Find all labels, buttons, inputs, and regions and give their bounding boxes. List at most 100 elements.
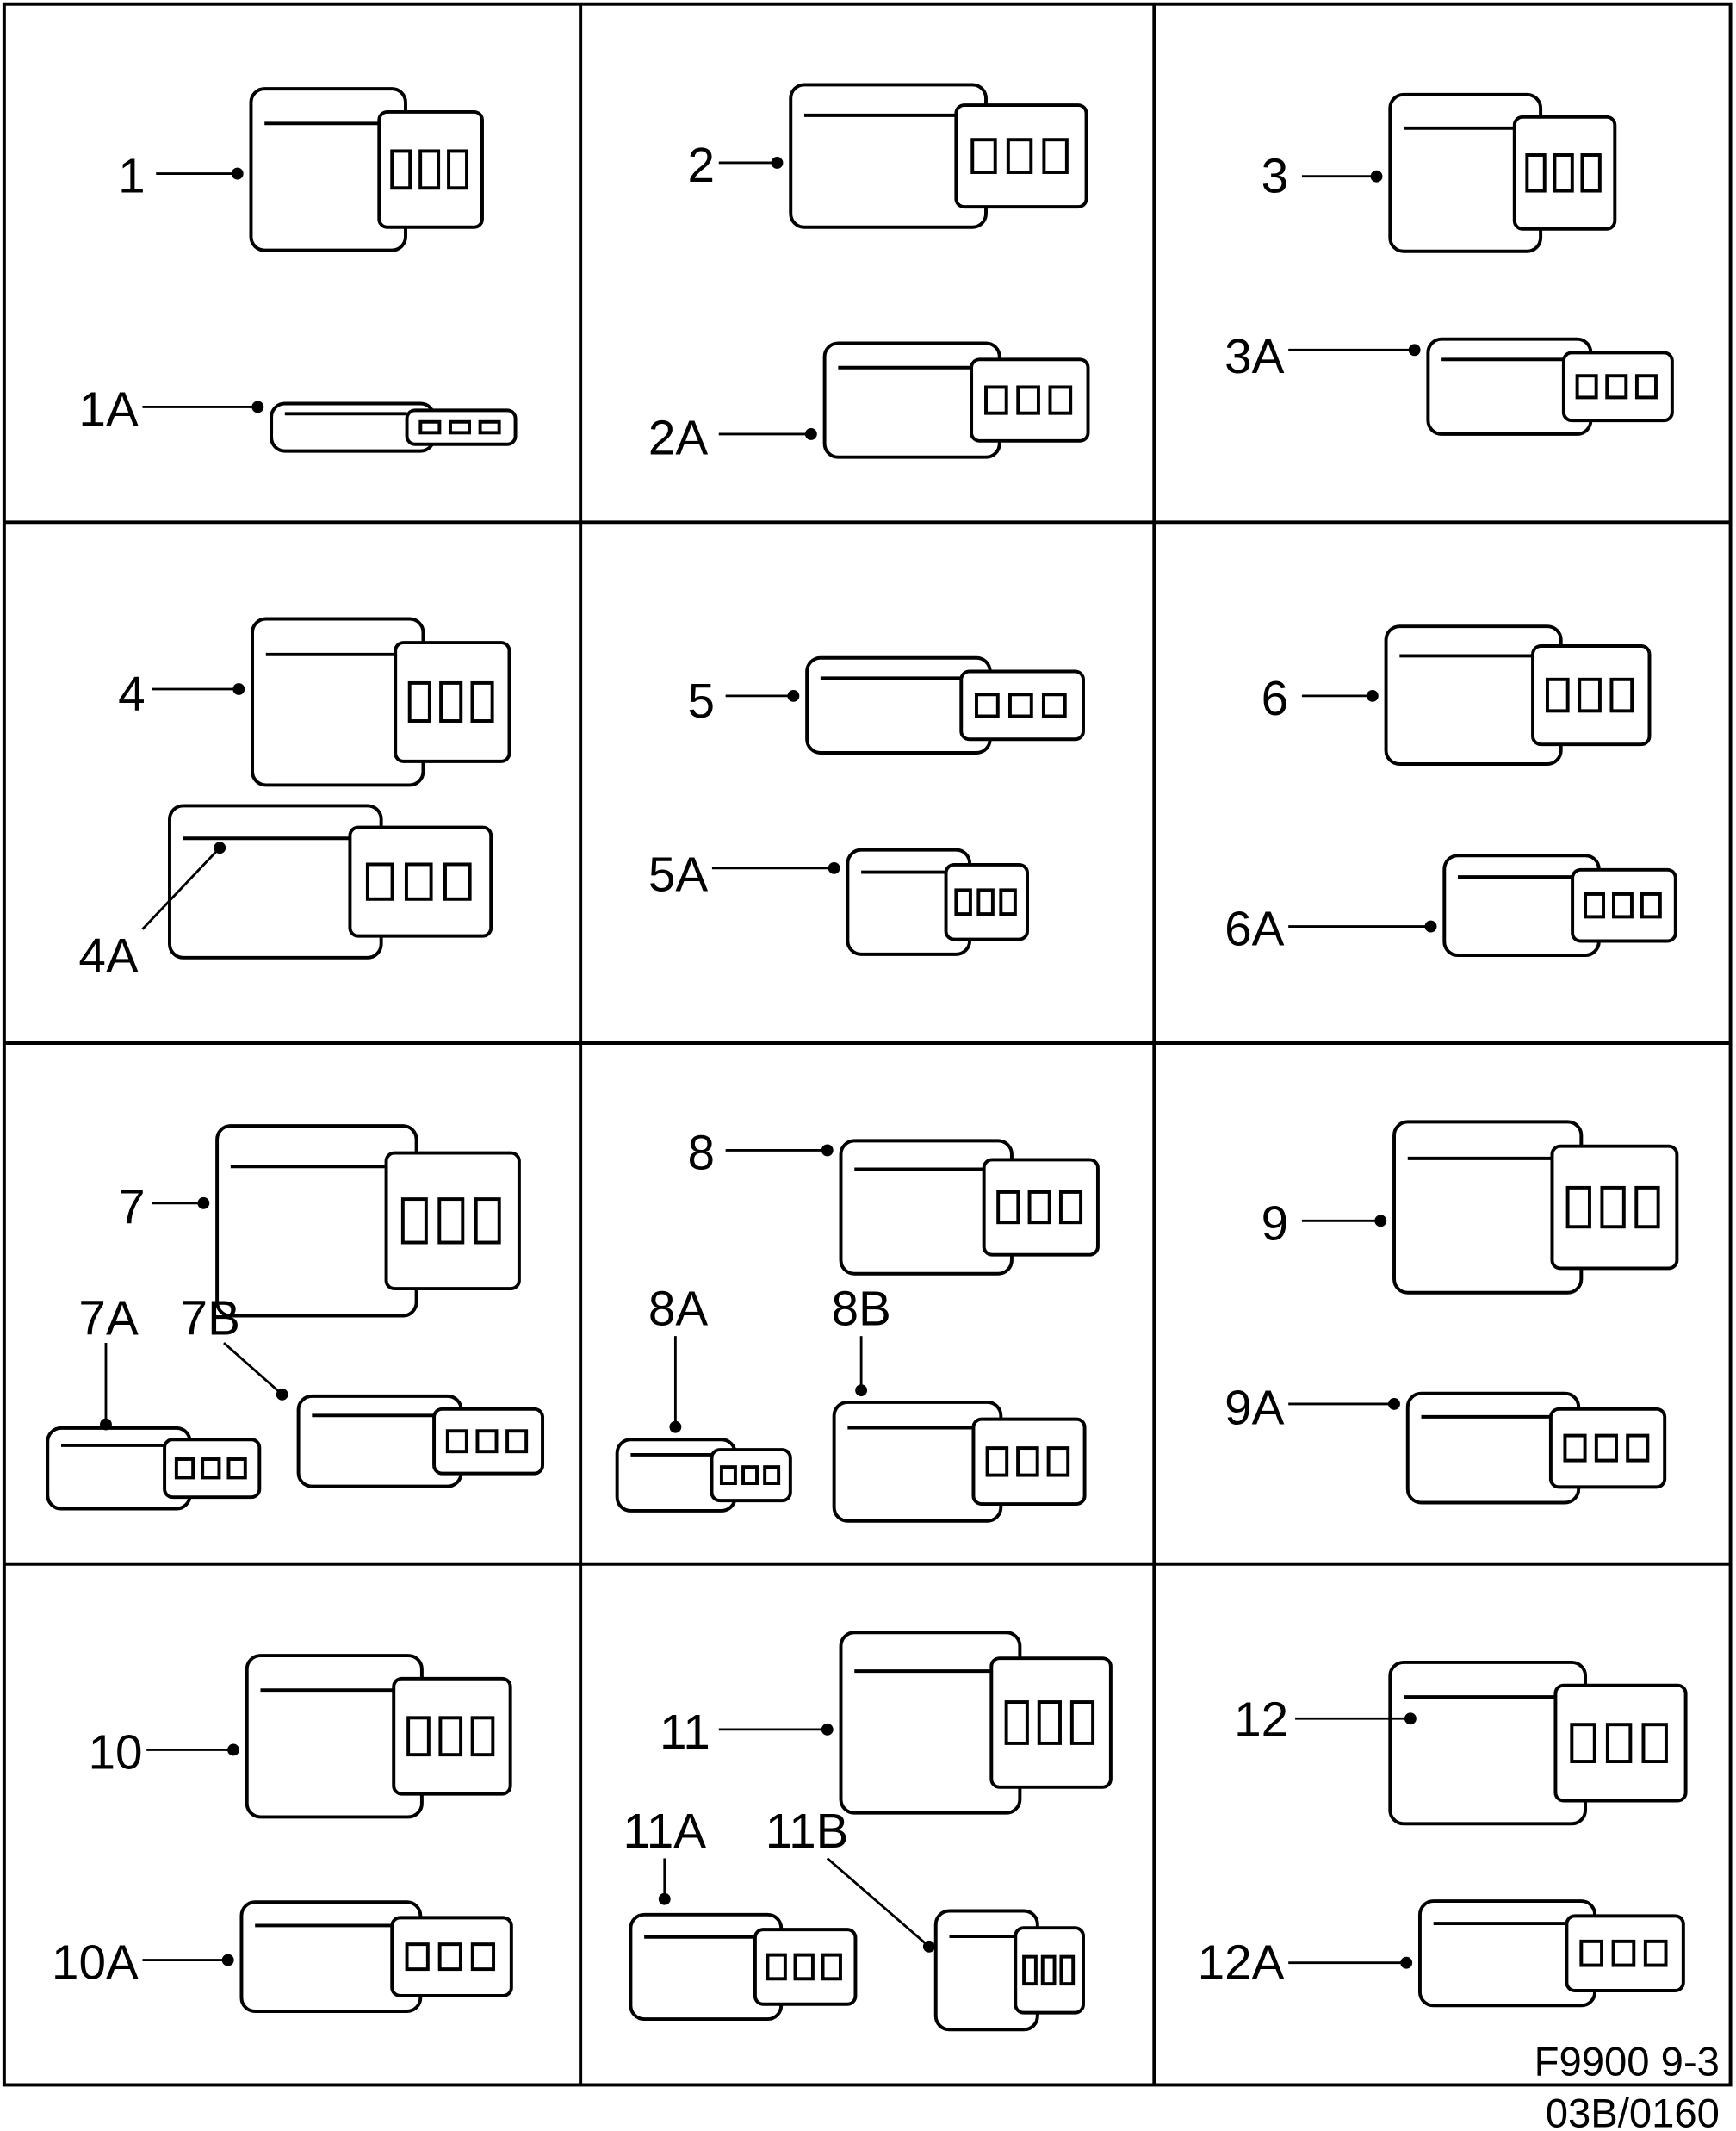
connector-part-11 (839, 1631, 1113, 1815)
grid-frame (2, 2, 1733, 2087)
part-label-7a: 7A (78, 1292, 139, 1346)
leader-dot (1370, 170, 1383, 183)
leader-line-4a (141, 842, 226, 930)
leader-line-9a (1288, 1397, 1400, 1410)
leader-dot (821, 1144, 834, 1157)
leader-line-10 (146, 1743, 239, 1756)
leader-dot (276, 1388, 288, 1401)
part-label-7: 7 (118, 1180, 146, 1234)
connector-part-7a (46, 1426, 262, 1511)
connector-part-7b (296, 1394, 545, 1488)
leader-line-1a (142, 401, 264, 413)
connector-part-2 (789, 83, 1088, 229)
leader-dot (1408, 344, 1421, 357)
part-label-10: 10 (88, 1726, 142, 1780)
connector-part-5a (846, 848, 1030, 956)
part-label-6: 6 (1262, 672, 1289, 726)
part-label-2a: 2A (648, 412, 709, 466)
leader-dot (787, 689, 800, 702)
connector-part-12 (1388, 1660, 1688, 1826)
part-label-4: 4 (118, 668, 146, 722)
part-label-11a: 11A (623, 1805, 706, 1859)
leader-dot (1400, 1956, 1413, 1969)
leader-line-8a (669, 1336, 682, 1433)
part-label-1: 1 (118, 150, 146, 204)
part-label-8b: 8B (831, 1283, 890, 1337)
part-label-4a: 4A (78, 929, 139, 984)
part-label-10a: 10A (52, 1936, 139, 1991)
part-label-2: 2 (688, 139, 716, 193)
leader-line-7a (100, 1343, 112, 1431)
leader-line-11 (718, 1723, 834, 1736)
leader-line-6a (1288, 920, 1437, 933)
part-label-3: 3 (1262, 150, 1289, 204)
connector-part-3a (1426, 337, 1674, 436)
leader-dot (231, 167, 244, 180)
leader-dot (197, 1196, 210, 1209)
leader-line-10a (142, 1954, 234, 1966)
part-label-8a: 8A (648, 1283, 709, 1337)
leader-dot (855, 1384, 868, 1397)
leader-line-4 (152, 683, 245, 695)
connector-part-8b (832, 1400, 1087, 1523)
leader-line-8b (855, 1336, 868, 1397)
connector-part-10a (239, 1900, 513, 2013)
part-label-9a: 9A (1224, 1382, 1285, 1436)
leader-line-7 (152, 1196, 210, 1209)
leader-line-2 (718, 157, 784, 169)
leader-dot (669, 1420, 682, 1433)
connector-part-9 (1392, 1120, 1679, 1295)
leader-line-1 (156, 167, 244, 180)
leader-dot (828, 861, 840, 874)
connector-part-10 (245, 1654, 512, 1819)
leader-dot (1366, 689, 1379, 702)
connector-part-12a (1417, 1899, 1685, 2008)
connector-part-8 (839, 1139, 1100, 1276)
leader-line-12a (1288, 1956, 1413, 1969)
leader-line-7b (223, 1341, 288, 1401)
part-label-3a: 3A (1224, 330, 1285, 384)
connector-part-4a (168, 804, 493, 960)
connector-part-4 (251, 617, 512, 787)
connector-part-8a (615, 1438, 792, 1513)
leader-line-2a (718, 428, 817, 440)
connector-part-11a (629, 1912, 858, 2022)
part-label-5: 5 (688, 674, 716, 729)
leader-dot (227, 1743, 239, 1756)
part-label-12a: 12A (1198, 1936, 1285, 1991)
connector-part-9a (1405, 1391, 1667, 1505)
connector-part-3 (1388, 92, 1617, 253)
leader-dot (922, 1940, 935, 1953)
leader-dot (821, 1723, 834, 1736)
connector-part-6 (1384, 624, 1652, 766)
connector-part-1 (249, 87, 484, 252)
leader-line-3a (1288, 344, 1421, 357)
leader-line-5a (711, 861, 840, 874)
leader-line-12 (1295, 1712, 1417, 1725)
connector-part-11b (933, 1909, 1085, 2032)
part-label-12: 12 (1234, 1693, 1288, 1748)
leader-line-11a (658, 1858, 671, 1905)
leader-dot (1374, 1215, 1387, 1227)
part-label-11b: 11B (766, 1805, 849, 1859)
leader-line-8 (725, 1144, 834, 1157)
figure-code: F9900 9-3 (1534, 2039, 1720, 2084)
leader-dot (771, 157, 784, 169)
connector-part-5 (805, 655, 1085, 755)
leader-dot (1404, 1712, 1417, 1725)
leader-dot (658, 1892, 671, 1905)
leader-dot (221, 1954, 234, 1966)
reference-number: 03B/0160 (1546, 2091, 1720, 2131)
leader-dot (804, 428, 817, 440)
part-label-11: 11 (660, 1705, 710, 1760)
leader-line-11b (826, 1857, 935, 1953)
part-label-1a: 1A (78, 382, 139, 437)
part-label-7b: 7B (181, 1292, 240, 1346)
part-label-5a: 5A (648, 848, 709, 903)
connector-part-6a (1442, 854, 1677, 958)
leader-dot (100, 1418, 112, 1431)
connector-part-1a (270, 401, 518, 453)
leader-dot (1388, 1397, 1400, 1410)
leader-line-6 (1301, 689, 1379, 702)
